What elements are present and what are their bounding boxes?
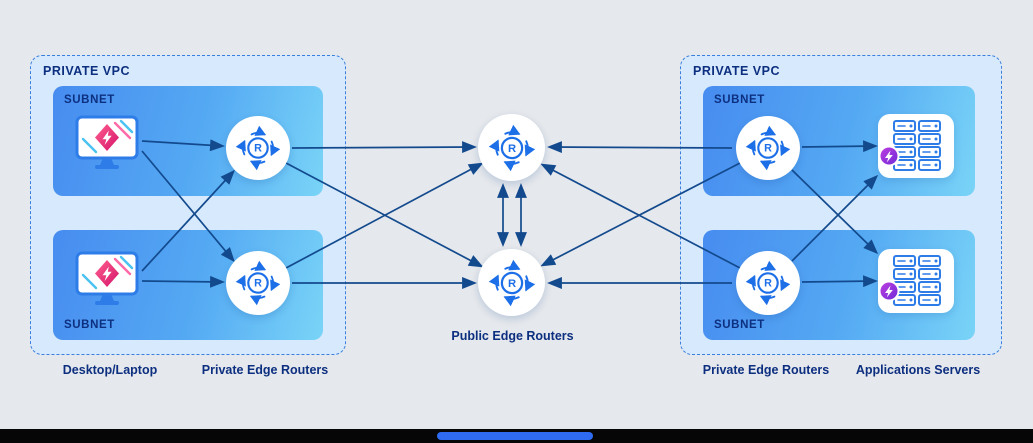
application-server-icon — [878, 114, 954, 178]
subnet-label: SUBNET — [714, 94, 765, 106]
desktop-laptop-node-1 — [74, 114, 140, 177]
private-edge-router-left-2 — [226, 251, 290, 315]
caption-applications-servers: Applications Servers — [855, 363, 981, 377]
desktop-laptop-node-2 — [74, 250, 140, 313]
router-icon — [745, 125, 791, 171]
application-server-node-1 — [878, 114, 954, 178]
router-icon — [235, 260, 281, 306]
caption-desktop-laptop: Desktop/Laptop — [62, 363, 158, 377]
public-edge-router-2 — [478, 249, 545, 316]
subnet-label: SUBNET — [714, 319, 765, 331]
caption-private-edge-routers-left: Private Edge Routers — [201, 363, 329, 377]
caption-public-edge-routers: Public Edge Routers — [451, 329, 574, 343]
application-server-node-2 — [878, 249, 954, 313]
vpc-title: PRIVATE VPC — [43, 64, 130, 78]
vpc-title: PRIVATE VPC — [693, 64, 780, 78]
private-edge-router-right-1 — [736, 116, 800, 180]
application-server-icon — [878, 249, 954, 313]
caption-private-edge-routers-right: Private Edge Routers — [702, 363, 830, 377]
router-icon — [488, 259, 536, 307]
private-edge-router-left-1 — [226, 116, 290, 180]
public-edge-router-1 — [478, 114, 545, 181]
subnet-label: SUBNET — [64, 94, 115, 106]
router-icon — [488, 124, 536, 172]
desktop-icon — [74, 250, 140, 308]
router-icon — [745, 260, 791, 306]
desktop-icon — [74, 114, 140, 172]
router-icon — [235, 125, 281, 171]
subnet-label: SUBNET — [64, 319, 115, 331]
taskbar-active-item[interactable] — [437, 432, 593, 440]
taskbar — [0, 429, 1033, 443]
private-edge-router-right-2 — [736, 251, 800, 315]
